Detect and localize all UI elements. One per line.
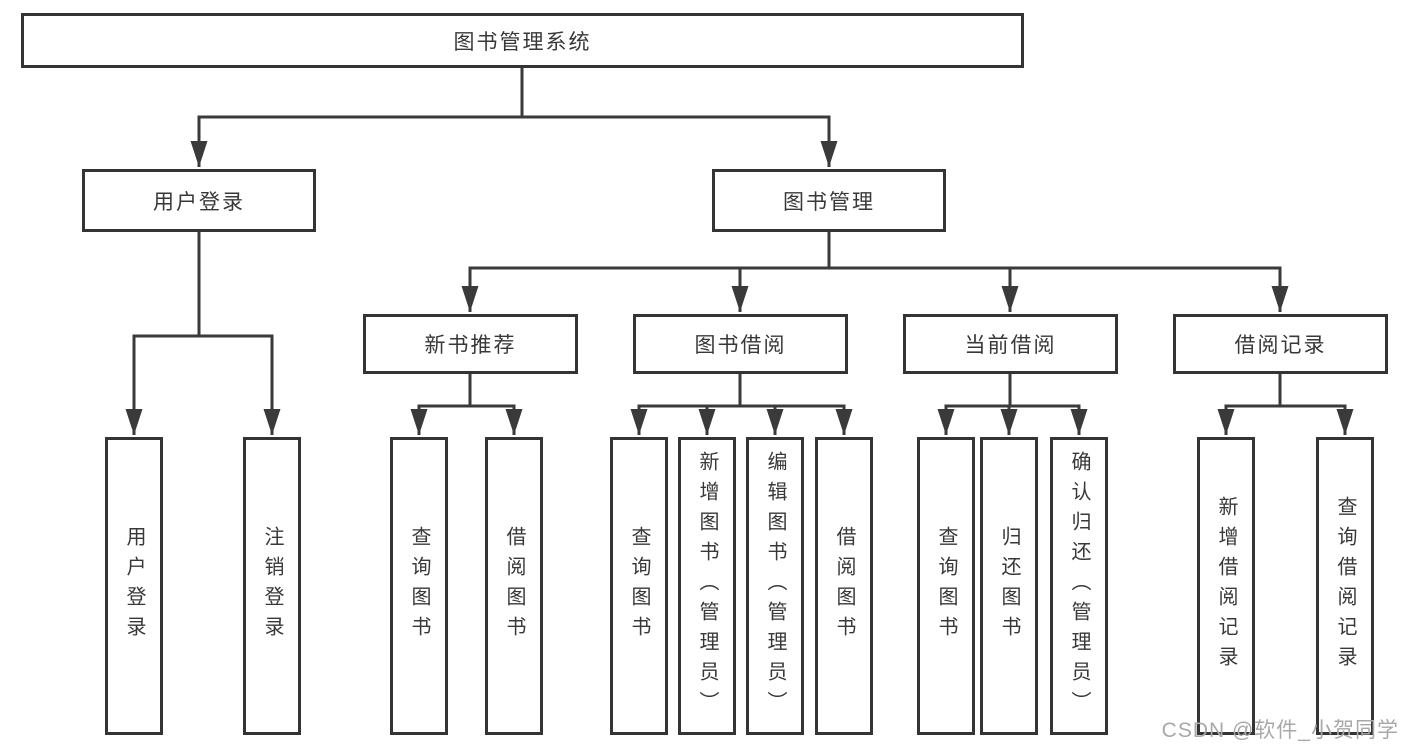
leaf-borrow-books: 借阅图书: [815, 437, 873, 735]
leaf-add-borrow-record: 新增借阅记录: [1197, 437, 1255, 735]
leaf-query-books-recommend: 查询图书: [390, 437, 448, 735]
leaf-add-books-admin: 新增图书（管理员）: [678, 437, 736, 735]
leaf-confirm-return-admin: 确认归还（管理员）: [1050, 437, 1108, 735]
leaf-query-books-borrow: 查询图书: [610, 437, 668, 735]
node-book-management: 图书管理: [712, 169, 946, 232]
node-borrow-records: 借阅记录: [1173, 314, 1388, 374]
node-root: 图书管理系统: [21, 13, 1024, 68]
leaf-borrow-books-recommend: 借阅图书: [485, 437, 543, 735]
node-book-borrow: 图书借阅: [633, 314, 848, 374]
node-user-login: 用户登录: [82, 169, 316, 232]
leaf-user-login: 用户登录: [105, 437, 163, 735]
leaf-edit-books-admin: 编辑图书（管理员）: [746, 437, 804, 735]
node-current-borrow: 当前借阅: [903, 314, 1118, 374]
leaf-logout-login: 注销登录: [243, 437, 301, 735]
leaf-return-books: 归还图书: [980, 437, 1038, 735]
node-new-book-recommend: 新书推荐: [363, 314, 578, 374]
watermark: CSDN @软件_小贺同学: [1161, 719, 1399, 742]
leaf-query-books-current: 查询图书: [917, 437, 975, 735]
leaf-query-borrow-record: 查询借阅记录: [1316, 437, 1374, 735]
